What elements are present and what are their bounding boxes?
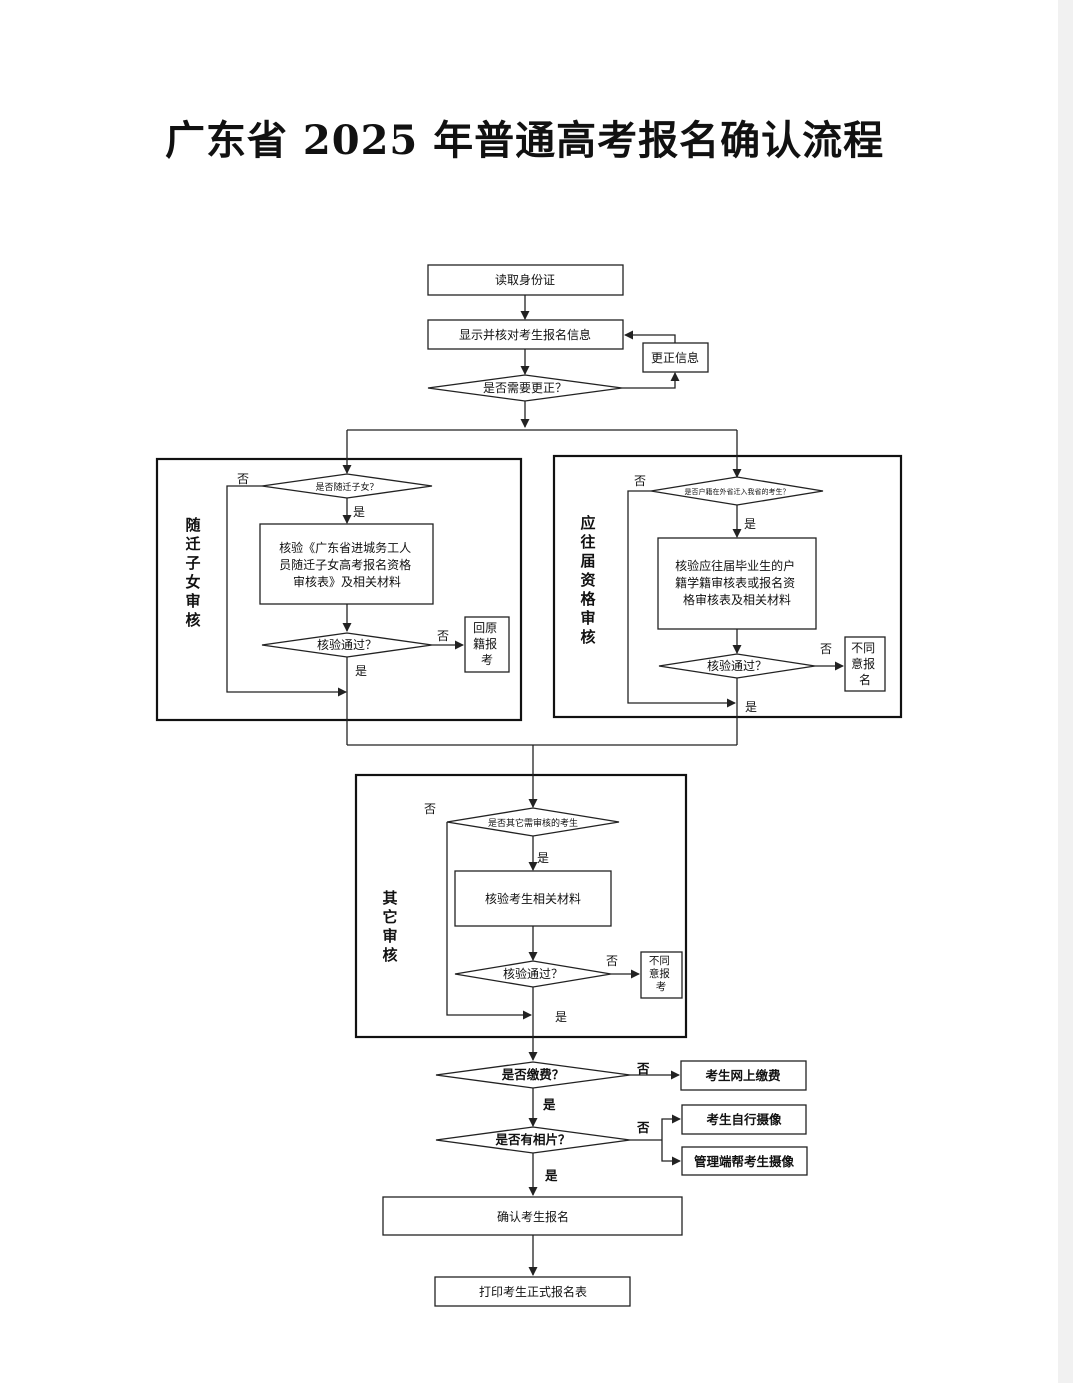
return-home-box	[464, 616, 510, 673]
no-label: 否	[636, 1061, 650, 1076]
correct-info-box	[642, 342, 709, 373]
return-home-text: 回原 籍报 考	[473, 621, 501, 667]
migrant-section-label: 随迁子女审核	[185, 516, 200, 629]
verify-graduate-box	[657, 537, 817, 630]
other-review-frame	[354, 773, 688, 1039]
graduate-review-frame	[552, 454, 903, 719]
connector	[661, 1114, 681, 1140]
pass2-text: 核验通过？	[707, 658, 767, 673]
verify-graduate-text: 核验应往届毕业生的户 籍学籍审核表或报名资 格审核表及相关材料	[675, 558, 799, 607]
disagree1-box	[844, 636, 886, 692]
yes-label: 是	[544, 1168, 558, 1183]
pass1-text: 核验通过？	[317, 637, 377, 652]
pay-online-box	[680, 1060, 807, 1091]
scrollbar[interactable]	[1058, 0, 1073, 1383]
need-correct-text: 是否需要更正？	[483, 381, 567, 395]
confirm-box	[382, 1196, 683, 1236]
disagree1-text: 不同 意报 名	[851, 641, 879, 687]
other-section-label: 其它审核	[382, 889, 397, 964]
migrant-decision	[261, 473, 433, 499]
connector	[446, 822, 532, 1020]
migrant-review-frame	[155, 457, 523, 722]
no-label: 否	[424, 802, 436, 816]
migrant-decision-text: 是否随迁子女？	[315, 481, 378, 493]
verify-migrant-box	[259, 523, 434, 605]
verify-other-text: 核验考生相关材料	[485, 891, 581, 906]
photo-text: 是否有相片？	[494, 1132, 570, 1147]
no-label: 否	[634, 474, 646, 488]
pay-online-text: 考生网上缴费	[705, 1068, 781, 1083]
yes-label: 是	[555, 1010, 567, 1024]
page-title: 广东省 2025 年普通高考报名确认流程	[165, 117, 885, 164]
correct-info-text: 更正信息	[651, 350, 699, 365]
read-id-text: 读取身份证	[495, 272, 555, 287]
admin-photo-text: 管理端帮考生摄像	[694, 1154, 795, 1169]
yes-label: 是	[744, 517, 756, 531]
no-label: 否	[606, 954, 618, 968]
verify-migrant-text: 核验《广东省进城务工人 员随迁子女高考报名资格 审核表》及相关材料	[279, 540, 415, 589]
outside-decision	[650, 476, 824, 506]
connector	[226, 485, 347, 697]
yes-label: 是	[537, 851, 549, 865]
show-info-text: 显示并核对考生报名信息	[459, 327, 591, 342]
disagree2-box	[640, 951, 683, 999]
connector	[627, 490, 736, 708]
no-label: 否	[636, 1120, 650, 1135]
admin-photo-box	[681, 1146, 808, 1176]
no-label: 否	[437, 629, 449, 643]
confirm-text: 确认考生报名	[497, 1209, 569, 1224]
yes-label: 是	[745, 700, 757, 714]
print-text: 打印考生正式报名表	[479, 1284, 587, 1299]
paid-text: 是否缴费？	[501, 1067, 565, 1082]
outside-decision-text: 是否户籍在外省迁入我省的考生？	[685, 487, 790, 496]
self-photo-text: 考生自行摄像	[706, 1112, 782, 1127]
graduate-section-label: 应往届资格审核	[580, 514, 596, 646]
pass3-text: 核验通过？	[503, 966, 563, 981]
other-decision	[446, 807, 620, 837]
no-label: 否	[820, 642, 832, 656]
yes-label: 是	[355, 664, 367, 678]
yes-label: 是	[542, 1097, 556, 1112]
no-label: 否	[237, 472, 249, 486]
connector	[622, 372, 680, 389]
other-decision-text: 是否其它需审核的考生	[488, 817, 578, 829]
print-box	[434, 1276, 631, 1307]
connector	[661, 1140, 681, 1166]
yes-label: 是	[353, 505, 365, 519]
self-photo-box	[681, 1104, 807, 1135]
connector	[624, 330, 676, 343]
disagree2-text: 不同 意报 考	[649, 955, 673, 993]
